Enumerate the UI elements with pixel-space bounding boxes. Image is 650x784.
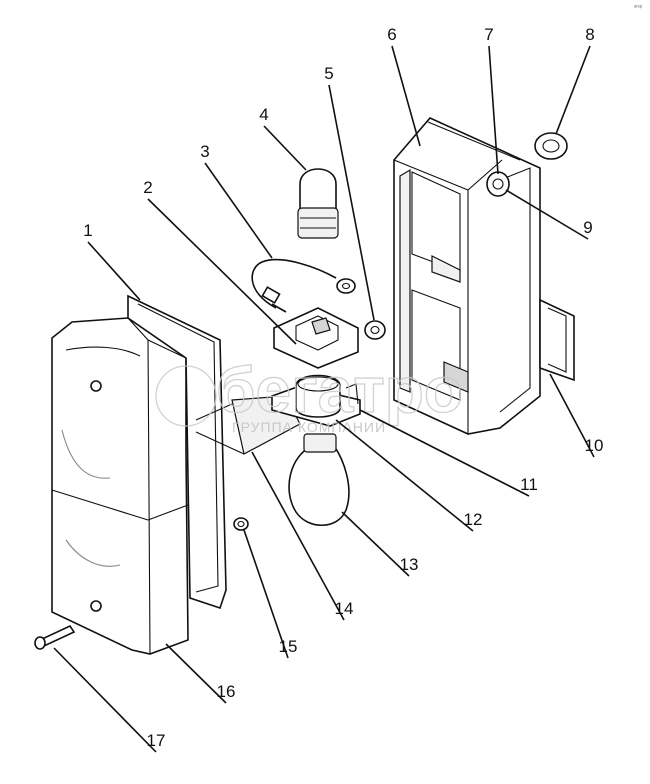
callout-12: 12 xyxy=(464,510,483,529)
svg-text:бегатро: бегатро xyxy=(216,354,463,426)
callout-1: 1 xyxy=(83,221,92,240)
housing xyxy=(393,117,541,435)
callout-10: 10 xyxy=(585,436,604,455)
leader-line-16 xyxy=(165,643,227,704)
callout-13: 13 xyxy=(400,555,419,574)
bracket xyxy=(539,298,575,382)
corner-mark: ᵃʳᵉᵖ xyxy=(634,4,643,11)
small-washer xyxy=(233,517,249,531)
small-bulb xyxy=(297,168,339,239)
callout-5: 5 xyxy=(324,64,333,83)
svg-text:ГРУППА КОМПАНИЙ: ГРУППА КОМПАНИЙ xyxy=(232,418,386,435)
upper-socket xyxy=(273,307,359,369)
grommet xyxy=(364,320,386,340)
watermark: бегатро ГРУППА КОМПАНИЙ xyxy=(155,353,464,435)
earth-wire xyxy=(251,258,356,313)
screw xyxy=(34,624,76,650)
callout-8: 8 xyxy=(585,25,594,44)
leader-line-3 xyxy=(204,162,273,259)
leader-line-10 xyxy=(549,373,595,458)
callout-11: 11 xyxy=(520,475,538,494)
leader-line-1 xyxy=(87,241,141,301)
callout-17: 17 xyxy=(147,731,166,750)
rubber-ring xyxy=(534,132,568,160)
callout-3: 3 xyxy=(200,142,209,161)
callout-6: 6 xyxy=(387,25,396,44)
leader-lines xyxy=(53,45,595,753)
main-bulb xyxy=(288,433,350,526)
callout-7: 7 xyxy=(484,25,493,44)
leader-line-2 xyxy=(147,198,297,345)
callout-16: 16 xyxy=(217,682,236,701)
callout-14: 14 xyxy=(335,599,354,618)
callout-15: 15 xyxy=(279,637,298,656)
leader-line-12 xyxy=(335,419,474,532)
leader-line-6 xyxy=(391,45,421,147)
leader-line-7 xyxy=(488,45,499,175)
leader-line-5 xyxy=(328,84,375,321)
gasket xyxy=(127,294,227,610)
leader-line-14 xyxy=(251,451,345,621)
leader-line-17 xyxy=(53,647,157,753)
leader-line-4 xyxy=(263,125,307,171)
lower-socket xyxy=(271,374,361,427)
lens-cover xyxy=(51,317,189,655)
callout-9: 9 xyxy=(583,218,592,237)
callout-4: 4 xyxy=(259,105,268,124)
callout-2: 2 xyxy=(143,178,152,197)
leader-line-8 xyxy=(555,45,591,135)
cap-nut xyxy=(486,171,510,197)
leader-line-15 xyxy=(243,529,289,659)
leader-line-9 xyxy=(505,189,589,240)
leader-line-11 xyxy=(359,409,530,497)
leader-line-13 xyxy=(341,511,410,577)
